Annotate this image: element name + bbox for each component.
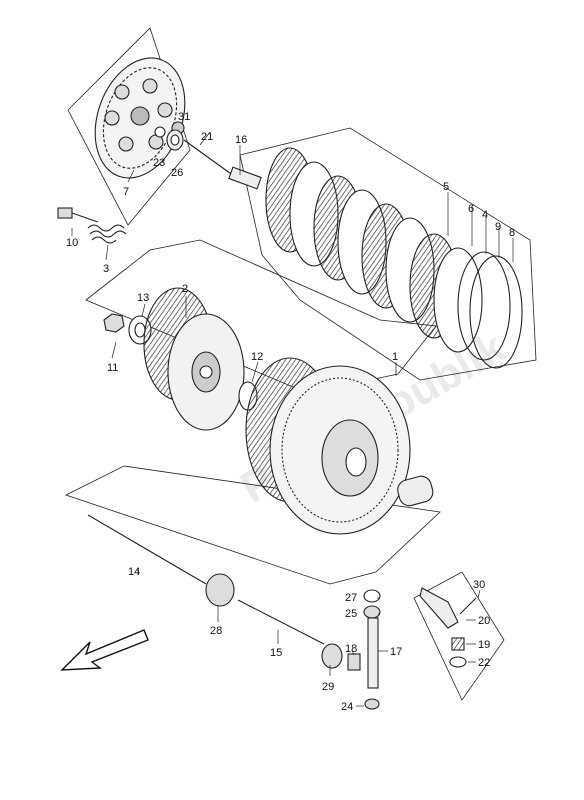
label-1: 1: [392, 351, 398, 363]
label-6: 6: [468, 203, 474, 215]
oil-seal-28: [205, 573, 235, 607]
clutch-spring-washer-9: [457, 251, 511, 361]
clutch-plates-stack: [265, 147, 483, 353]
label-11: 11: [107, 362, 118, 374]
nut-11: [103, 313, 125, 333]
label-23: 23: [153, 157, 165, 169]
bush-27: [363, 589, 381, 603]
clutch-sleeve-hub-2: [143, 287, 245, 431]
spring-washer-seat-8: [469, 255, 523, 369]
label-3: 3: [103, 263, 109, 275]
bearing-26: [166, 129, 184, 151]
push-piece-16: [228, 166, 262, 190]
label-5: 5: [443, 181, 449, 193]
label-25: 25: [345, 608, 357, 620]
release-shaft-17: [367, 617, 379, 689]
spring-3: [87, 224, 127, 244]
bearing-29: [321, 643, 343, 669]
label-21: 21: [201, 131, 213, 143]
pin-18: [347, 653, 361, 671]
pressure-plate-group-outline: [67, 27, 191, 226]
label-24: 24: [341, 701, 353, 713]
washer-23: [154, 126, 166, 138]
clutch-housing-1: [245, 357, 411, 535]
spacer-bush: [397, 475, 434, 507]
label-15: 15: [270, 647, 282, 659]
label-13: 13: [137, 292, 149, 304]
label-19: 19: [478, 639, 490, 651]
label-31: 31: [178, 111, 190, 123]
release-arm-outline: [413, 571, 505, 701]
nut-19: [451, 637, 465, 651]
label-14: 14: [128, 566, 140, 578]
label-22: 22: [478, 657, 490, 669]
label-12: 12: [251, 351, 263, 363]
leader-lines: [71, 131, 514, 707]
push-rod-14: [87, 514, 207, 585]
label-7: 7: [123, 186, 129, 198]
washer-22: [449, 656, 467, 668]
label-9: 9: [495, 221, 501, 233]
label-28: 28: [210, 625, 222, 637]
label-17: 17: [390, 646, 402, 658]
label-16: 16: [235, 134, 247, 146]
label-4: 4: [482, 209, 488, 221]
label-26: 26: [171, 167, 183, 179]
bush-24: [364, 698, 380, 710]
seal-25: [363, 605, 381, 619]
label-8: 8: [509, 227, 515, 239]
push-rod-15: [237, 599, 325, 645]
bolt-10: [57, 207, 99, 223]
label-18: 18: [345, 643, 357, 655]
label-30: 30: [473, 579, 485, 591]
label-27: 27: [345, 592, 357, 604]
label-10: 10: [66, 237, 78, 249]
push-rod-21: [183, 139, 235, 177]
release-arm-20: [419, 587, 459, 629]
label-20: 20: [478, 615, 490, 627]
bolt-30: [459, 597, 477, 615]
lower-group-outline: [64, 465, 441, 585]
label-29: 29: [322, 681, 334, 693]
part-labels: 7 31 23 26 21 16 5 6 4 9 8 10 3 13 2 11 …: [66, 111, 515, 713]
label-2: 2: [182, 283, 188, 295]
direction-arrow-icon: [60, 629, 149, 671]
plates-group-outline: [239, 127, 537, 381]
pressure-plate: [94, 57, 186, 179]
